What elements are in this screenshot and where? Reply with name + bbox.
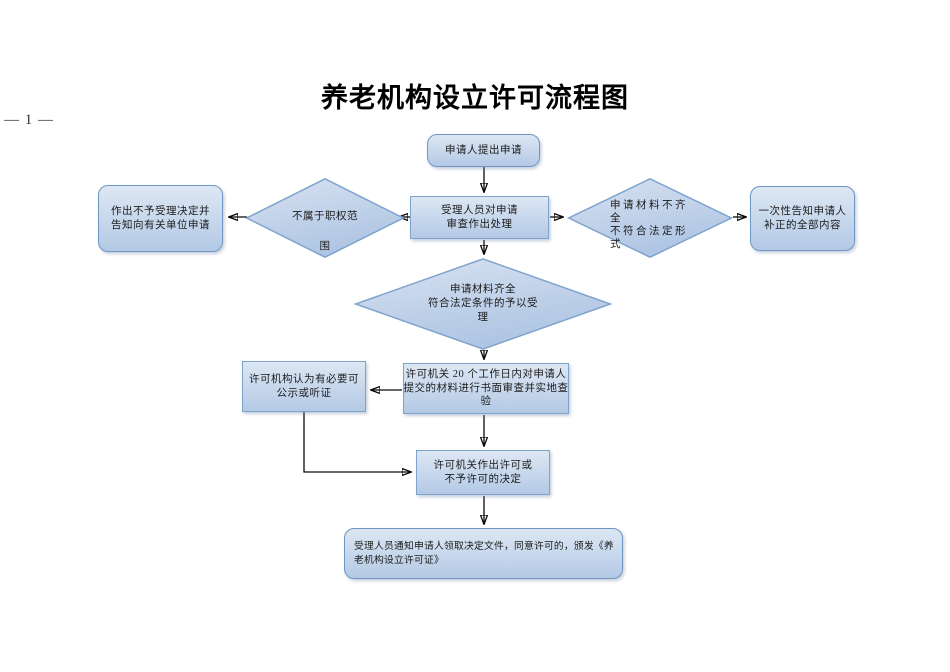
node-issue: 受理人员通知申请人领取决定文件，同意许可的，颁发《养 老机构设立许可证》 bbox=[344, 528, 623, 579]
node-hearing: 许可机构认为有必要可 公示或听证 bbox=[242, 361, 366, 412]
node-incomplete-label: 申请材料不齐 全 不符合法定形 式 bbox=[610, 200, 688, 250]
node-onetime-notice-label: 一次性告知申请人 补正的全部内容 bbox=[758, 206, 847, 231]
node-outside-authority: 不属于职权范 围 bbox=[245, 178, 405, 258]
diamond-shape bbox=[567, 178, 733, 258]
node-issue-label: 受理人员通知申请人领取决定文件，同意许可的，颁发《养 老机构设立许可证》 bbox=[354, 541, 614, 566]
node-accept: 申请材料齐全 符合法定条件的予以受 理 bbox=[353, 258, 613, 350]
connector-hearing-decide bbox=[303, 412, 411, 472]
node-decide: 许可机关作出许可或 不予许可的决定 bbox=[416, 450, 550, 495]
node-review-label: 受理人员对申请 审查作出处理 bbox=[441, 205, 518, 230]
node-inspect-label: 许可机关 20 个工作日内对申请人 提交的材料进行书面审查并实地查 验 bbox=[403, 369, 569, 408]
page-number: — 1 — bbox=[4, 112, 54, 128]
node-reject: 作出不予受理决定并 告知向有关单位申请 bbox=[98, 185, 223, 252]
node-incomplete: 申请材料不齐 全 不符合法定形 式 bbox=[567, 178, 733, 258]
node-hearing-label: 许可机构认为有必要可 公示或听证 bbox=[249, 374, 359, 399]
node-review: 受理人员对申请 审查作出处理 bbox=[410, 196, 549, 239]
page-title: 养老机构设立许可流程图 bbox=[321, 83, 629, 113]
node-inspect: 许可机关 20 个工作日内对申请人 提交的材料进行书面审查并实地查 验 bbox=[403, 363, 569, 414]
diamond-shape bbox=[353, 258, 613, 350]
node-start: 申请人提出申请 bbox=[427, 134, 540, 167]
node-start-label: 申请人提出申请 bbox=[445, 144, 522, 156]
node-reject-label: 作出不予受理决定并 告知向有关单位申请 bbox=[111, 206, 210, 231]
node-onetime-notice: 一次性告知申请人 补正的全部内容 bbox=[750, 186, 855, 251]
diamond-shape bbox=[245, 178, 405, 258]
node-outside-authority-label: 不属于职权范 围 bbox=[292, 211, 358, 252]
node-decide-label: 许可机关作出许可或 不予许可的决定 bbox=[433, 460, 533, 485]
node-accept-label: 申请材料齐全 符合法定条件的予以受 理 bbox=[428, 284, 538, 323]
